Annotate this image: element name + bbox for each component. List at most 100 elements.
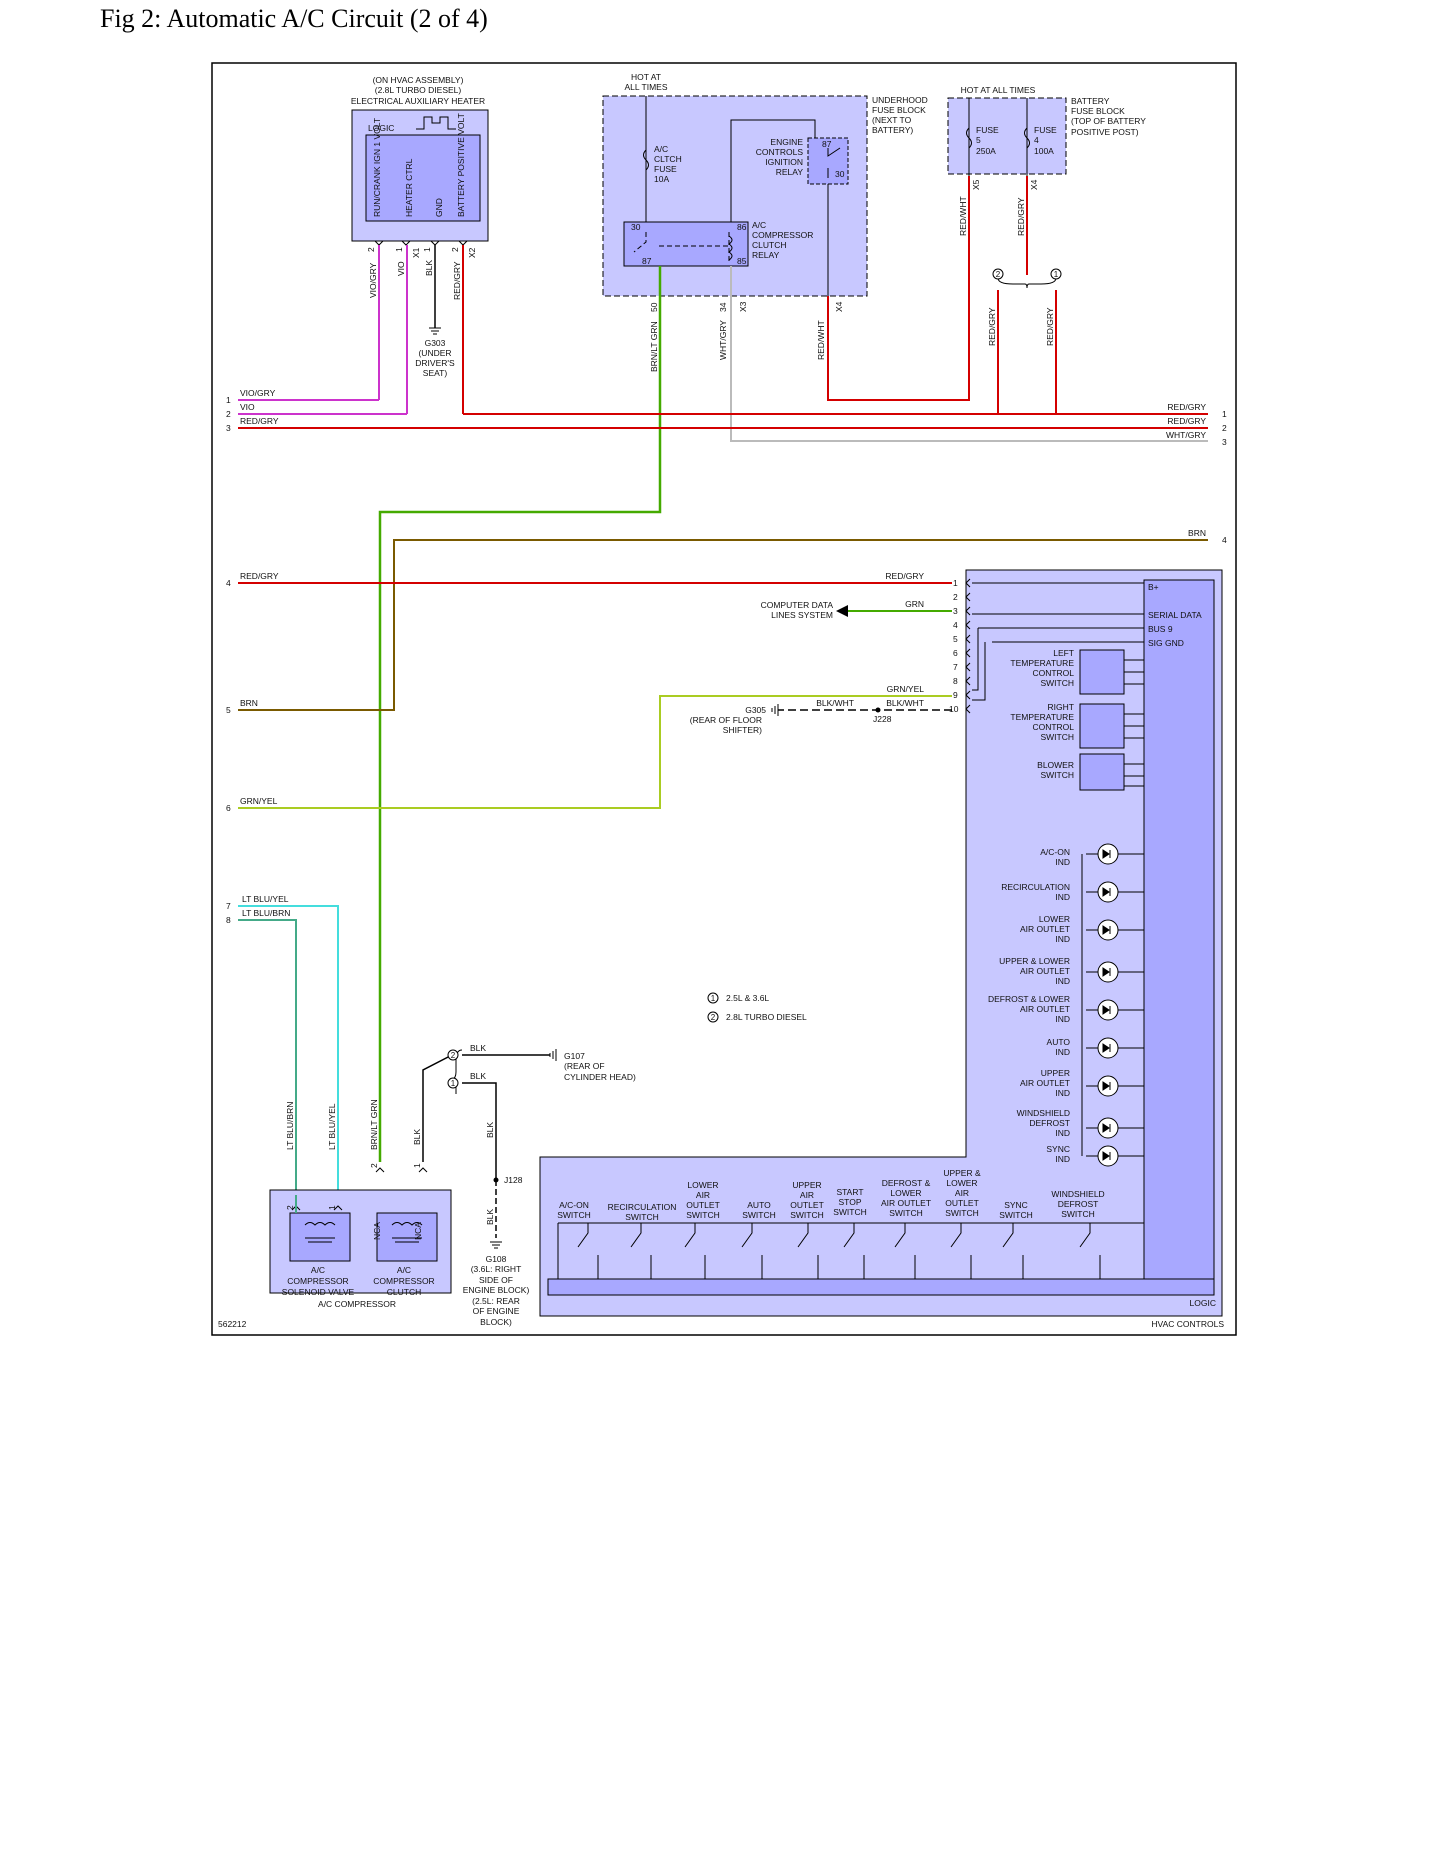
- left-ref-num-6: 6: [226, 803, 231, 813]
- left-ref-label-3: RED/GRY: [240, 416, 279, 426]
- battery-label-3: (TOP OF BATTERY: [1071, 116, 1146, 126]
- ltcs-2: TEMPERATURE: [1010, 658, 1074, 668]
- g108-line-2: (3.6L: RIGHT: [471, 1264, 522, 1274]
- splice-mark-1: [1050, 268, 1062, 280]
- ground-wire-label-3: BLK: [485, 1122, 495, 1138]
- comp-wire-brn-lt-grn: BRN/LT GRN: [369, 1099, 379, 1150]
- splice-mark-2-text: 2: [996, 270, 1001, 279]
- hvac-pin-3: 3: [953, 606, 958, 616]
- underhood-fuse-block: HOT AT ALL TIMES UNDERHOOD FUSE BLOCK (N…: [602, 72, 928, 312]
- connector-chevrons: [374, 240, 468, 246]
- bsw-10-a: WINDSHIELD: [1051, 1189, 1104, 1199]
- relay-contact-icon: [633, 232, 730, 262]
- ecir-label-3: IGNITION: [765, 157, 803, 167]
- ind-6-b: IND: [1055, 1047, 1070, 1057]
- relay-pin-86: 86: [737, 222, 747, 232]
- ind-1-a: A/C-ON: [1040, 847, 1070, 857]
- relay-switch-icon: [827, 147, 841, 178]
- bsw-3-d: SWITCH: [686, 1210, 720, 1220]
- diode-glyph: [1102, 1123, 1111, 1133]
- ind-5-b: AIR OUTLET: [1020, 1004, 1070, 1014]
- legend-mark-1-text: 1: [711, 994, 716, 1003]
- bsw-3-b: AIR: [696, 1190, 710, 1200]
- ind-8-b: DEFROST: [1029, 1118, 1070, 1128]
- rtcs-3: CONTROL: [1032, 722, 1074, 732]
- led-6: [1097, 1037, 1119, 1059]
- wire-red-wht-ecir: [827, 176, 970, 401]
- comp-pin-4: 1: [412, 1163, 422, 1168]
- aux-pin-label-3: GND: [434, 198, 444, 217]
- ecir-pin-30: 30: [835, 169, 845, 179]
- underhood-label-1: UNDERHOOD: [872, 95, 928, 105]
- wire-label-red-gry-battery: RED/GRY: [1016, 197, 1026, 236]
- hvac-pin-4: 4: [953, 620, 958, 630]
- ltcs-4: SWITCH: [1040, 678, 1074, 688]
- bsw-8-b: LOWER: [946, 1178, 977, 1188]
- wire-label-red-wht: RED/WHT: [816, 320, 826, 360]
- nca-2: NCA: [413, 1222, 423, 1240]
- left-ref-num-2: 2: [226, 409, 231, 419]
- left-ref-label-4: RED/GRY: [240, 571, 279, 581]
- battery-fuse-block: HOT AT ALL TIMES BATTERY FUSE BLOCK (TOP…: [947, 85, 1146, 190]
- relay-pin-85: 85: [737, 256, 747, 266]
- right-ref-num-3: 3: [1222, 437, 1227, 447]
- ind-2-a: RECIRCULATION: [1001, 882, 1070, 892]
- fuse5-label-1: FUSE: [976, 125, 999, 135]
- legend-mark-1: [707, 992, 719, 1004]
- bsw-1-a: A/C-ON: [559, 1200, 589, 1210]
- ind-3-c: IND: [1055, 934, 1070, 944]
- hvac-pin-7: 7: [953, 662, 958, 672]
- g107-line-1: G107: [564, 1051, 585, 1061]
- battery-box: [947, 97, 1067, 175]
- sig-gnd-label: SIG GND: [1148, 638, 1184, 648]
- ind-3-b: AIR OUTLET: [1020, 924, 1070, 934]
- diode-glyph: [1102, 1081, 1111, 1091]
- ltcs-1: LEFT: [1053, 648, 1074, 658]
- g305-line-2: (REAR OF FLOOR: [690, 715, 762, 725]
- j228-splice: [875, 707, 881, 713]
- wire-lt-blu-yel: [238, 905, 339, 1195]
- connector-x4: X4: [834, 301, 844, 312]
- blower-2: SWITCH: [1040, 770, 1074, 780]
- battery-hot-label: HOT AT ALL TIMES: [961, 85, 1036, 95]
- underhood-label-4: BATTERY): [872, 125, 913, 135]
- rtcs-4: SWITCH: [1040, 732, 1074, 742]
- hvac-logic-vertical: [1143, 579, 1215, 1295]
- g303-line-2: (UNDER: [418, 348, 451, 358]
- clutch-box: [376, 1212, 438, 1262]
- left-ref-num-8: 8: [226, 915, 231, 925]
- left-ref-label-6: GRN/YEL: [240, 796, 278, 806]
- hot-at-line-1: HOT AT: [631, 72, 661, 82]
- g303-line-1: G303: [425, 338, 446, 348]
- led-4: [1097, 961, 1119, 983]
- hvac-pin-8: 8: [953, 676, 958, 686]
- ind-5-c: IND: [1055, 1014, 1070, 1024]
- wire-label-brn-lt-grn: BRN/LT GRN: [649, 321, 659, 372]
- diode-glyph: [1102, 1043, 1111, 1053]
- left-ref-num-7: 7: [226, 901, 231, 911]
- diode-glyph: [1102, 887, 1111, 897]
- hvac-pin-10: 10: [949, 704, 959, 714]
- j128-label: J128: [504, 1175, 523, 1185]
- ground-mark-2-text: 2: [451, 1051, 456, 1060]
- relay-coil-icon: [728, 235, 733, 261]
- diagram-frame: [211, 62, 1237, 1336]
- hvac-pin-chevrons: [965, 578, 971, 714]
- hvac-wire-grn-yel: GRN/YEL: [887, 684, 925, 694]
- hvac-wire-blk-wht-1: BLK/WHT: [816, 698, 854, 708]
- aux-heater-header-1: (ON HVAC ASSEMBLY): [373, 75, 464, 85]
- ind-5-a: DEFROST & LOWER: [988, 994, 1070, 1004]
- bsw-7-a: DEFROST &: [882, 1178, 931, 1188]
- bsw-8-e: SWITCH: [945, 1208, 979, 1218]
- right-ref-num-1: 1: [1222, 409, 1227, 419]
- battery-label-4: POSITIVE POST): [1071, 127, 1139, 137]
- g305-ground-icon: [771, 704, 779, 716]
- clutch-relay-label-3: CLUTCH: [752, 240, 786, 250]
- ecir-pin-87: 87: [822, 139, 832, 149]
- wire-blk-comp: [422, 1054, 453, 1162]
- serial-data-label: SERIAL DATA: [1148, 610, 1202, 620]
- right-temp-switch: [1079, 703, 1125, 749]
- fuse-label-4: 10A: [654, 174, 669, 184]
- aux-heater-logic: [365, 134, 481, 222]
- led-9: [1097, 1145, 1119, 1167]
